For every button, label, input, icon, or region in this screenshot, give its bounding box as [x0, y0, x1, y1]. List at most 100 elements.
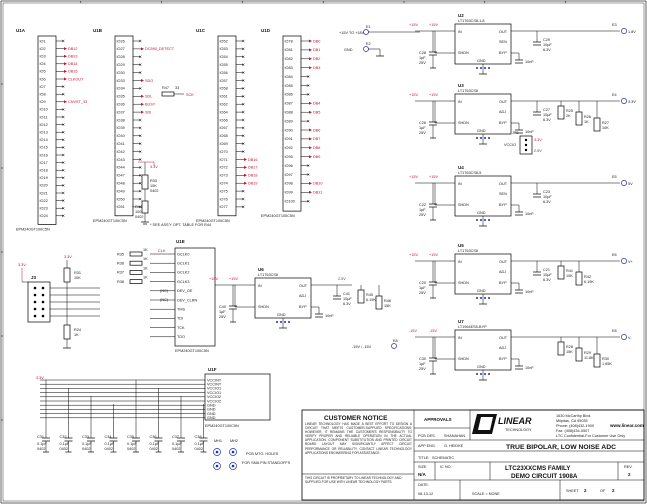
svg-text:R44: R44: [135, 205, 142, 209]
pin-label: IO48: [117, 182, 125, 186]
pin-label: DEV_CLRN: [177, 298, 198, 302]
res-ref: R37: [117, 271, 124, 275]
net-label: CLKOUT: [68, 77, 84, 81]
port-ref: E6: [612, 253, 617, 257]
pin-label: IO39: [117, 126, 125, 130]
power-label: +15V: [429, 23, 438, 27]
pin-label: GND: [207, 408, 216, 412]
res-val: 1K: [143, 266, 148, 270]
jumper-jp3: JP3 3.3V 2.5V VCCIO: [504, 131, 542, 155]
reg-ref: U2: [458, 13, 464, 18]
cap-ref: C29: [543, 38, 550, 42]
pin-label: TCK: [177, 326, 185, 330]
pin-label: IO52: [220, 39, 228, 43]
svg-text:R31: R31: [74, 271, 81, 275]
cap-val: 1µF: [419, 126, 426, 130]
power-label: +15V: [429, 175, 438, 179]
res-ref: R28: [566, 345, 573, 349]
svg-text:2: 2: [584, 488, 587, 493]
svg-text:R24: R24: [74, 328, 81, 332]
pin-label: IO20: [40, 184, 48, 188]
res-ref: R38: [117, 280, 124, 284]
pin-label: IO4: [40, 62, 46, 66]
svg-text:E8: E8: [393, 339, 398, 343]
power-label: +15V: [409, 253, 418, 257]
cap-ref: C41: [343, 292, 350, 296]
svg-text:E2: E2: [366, 42, 371, 46]
power-label: +15V: [229, 277, 238, 281]
power-label: +15V: [429, 93, 438, 97]
res-ref: R36: [117, 262, 124, 266]
net-label: DC590_DETECT: [145, 47, 175, 51]
pin-label: GCLK1: [177, 262, 189, 266]
svg-text:3.3V: 3.3V: [534, 138, 542, 142]
pin-label: GND: [207, 416, 216, 420]
power-label: +15V: [209, 277, 218, 281]
cap-ref: C23: [543, 190, 550, 194]
pin-label: OUT: [499, 260, 508, 264]
cap-volt: 25V: [419, 131, 426, 135]
pin-label: IO86: [285, 93, 293, 97]
bank-part: EPM240GT100C5N: [93, 219, 127, 223]
svg-text:APP ENG.: APP ENG.: [418, 444, 436, 448]
pin-label: IO69: [220, 142, 228, 146]
pin-label: VCCIO1: [207, 391, 221, 395]
cap-ref: C22: [419, 203, 426, 207]
cap-val: 1µF: [419, 208, 426, 212]
pin-label: IO15: [40, 146, 48, 150]
title-family: LTC23XXCMS FAMILY: [505, 465, 571, 472]
port-ref: E4: [612, 93, 617, 97]
pin-label: GND: [477, 129, 486, 133]
pin-label: IO67: [220, 126, 228, 130]
pin-label: GND: [207, 412, 216, 416]
net-label: DB7: [313, 137, 320, 141]
pin-label: GND: [477, 289, 486, 293]
pin-label: IO89: [285, 119, 293, 123]
notice-title: CUSTOMER NOTICE: [324, 415, 388, 422]
pin-label: IN: [458, 260, 462, 264]
pin-label: IO24: [40, 214, 48, 218]
pin-label: GND: [477, 365, 486, 369]
pin-label: SHDN: [458, 203, 469, 207]
pin-label: IO19: [40, 176, 48, 180]
power-label: +15V: [429, 253, 438, 257]
title-block: CUSTOMER NOTICE LINEAR TECHNOLOGY HAS MA…: [301, 409, 645, 501]
svg-text:100: 100: [135, 210, 141, 214]
pin-label: ADJ: [499, 346, 506, 350]
cap-ref: C20: [419, 281, 426, 285]
pin-label: OUT: [299, 284, 308, 288]
cap-val: 0.1µF: [127, 442, 137, 446]
pin-label: GCLK0: [177, 252, 189, 256]
regulator-u4: U4LT1763CS8-5INSHDNOUTSENBYPGNDC221µF25V…: [409, 165, 633, 227]
pin-label: OUT: [499, 100, 508, 104]
cap-ref: C36: [150, 435, 157, 439]
cap-size: 0402: [60, 447, 68, 451]
reg-ref: U4: [458, 165, 464, 170]
pin-label: VCCIO2: [207, 395, 221, 399]
pin-label: BYP: [499, 121, 507, 125]
pin-label: IO50: [117, 197, 125, 201]
pin-label: IO12: [40, 123, 48, 127]
cap-val: 10nF: [525, 366, 534, 370]
net-label: SDL: [145, 95, 152, 99]
pin-label: OUT: [499, 30, 508, 34]
net-label: DB12: [68, 47, 78, 51]
power-label: +15V: [409, 93, 418, 97]
svg-text:REV.: REV.: [624, 465, 633, 469]
pin-label: BYP: [299, 305, 307, 309]
pin-label: BYP: [499, 51, 507, 55]
pin-label: IO73: [220, 174, 228, 178]
pin-label: IO34: [117, 87, 125, 91]
res-val: 6.19K: [366, 298, 376, 302]
pin-label: IO23: [40, 207, 48, 211]
net-label: DB14: [68, 62, 78, 66]
port-ref: E8: [612, 329, 617, 333]
reg-ref: U7: [458, 319, 464, 324]
cap-val: 1µF: [219, 310, 226, 314]
bank-part: EPM240GT100C5N: [196, 219, 230, 223]
pin-label: IO56: [220, 71, 228, 75]
svg-text:SIZE: SIZE: [418, 465, 427, 469]
